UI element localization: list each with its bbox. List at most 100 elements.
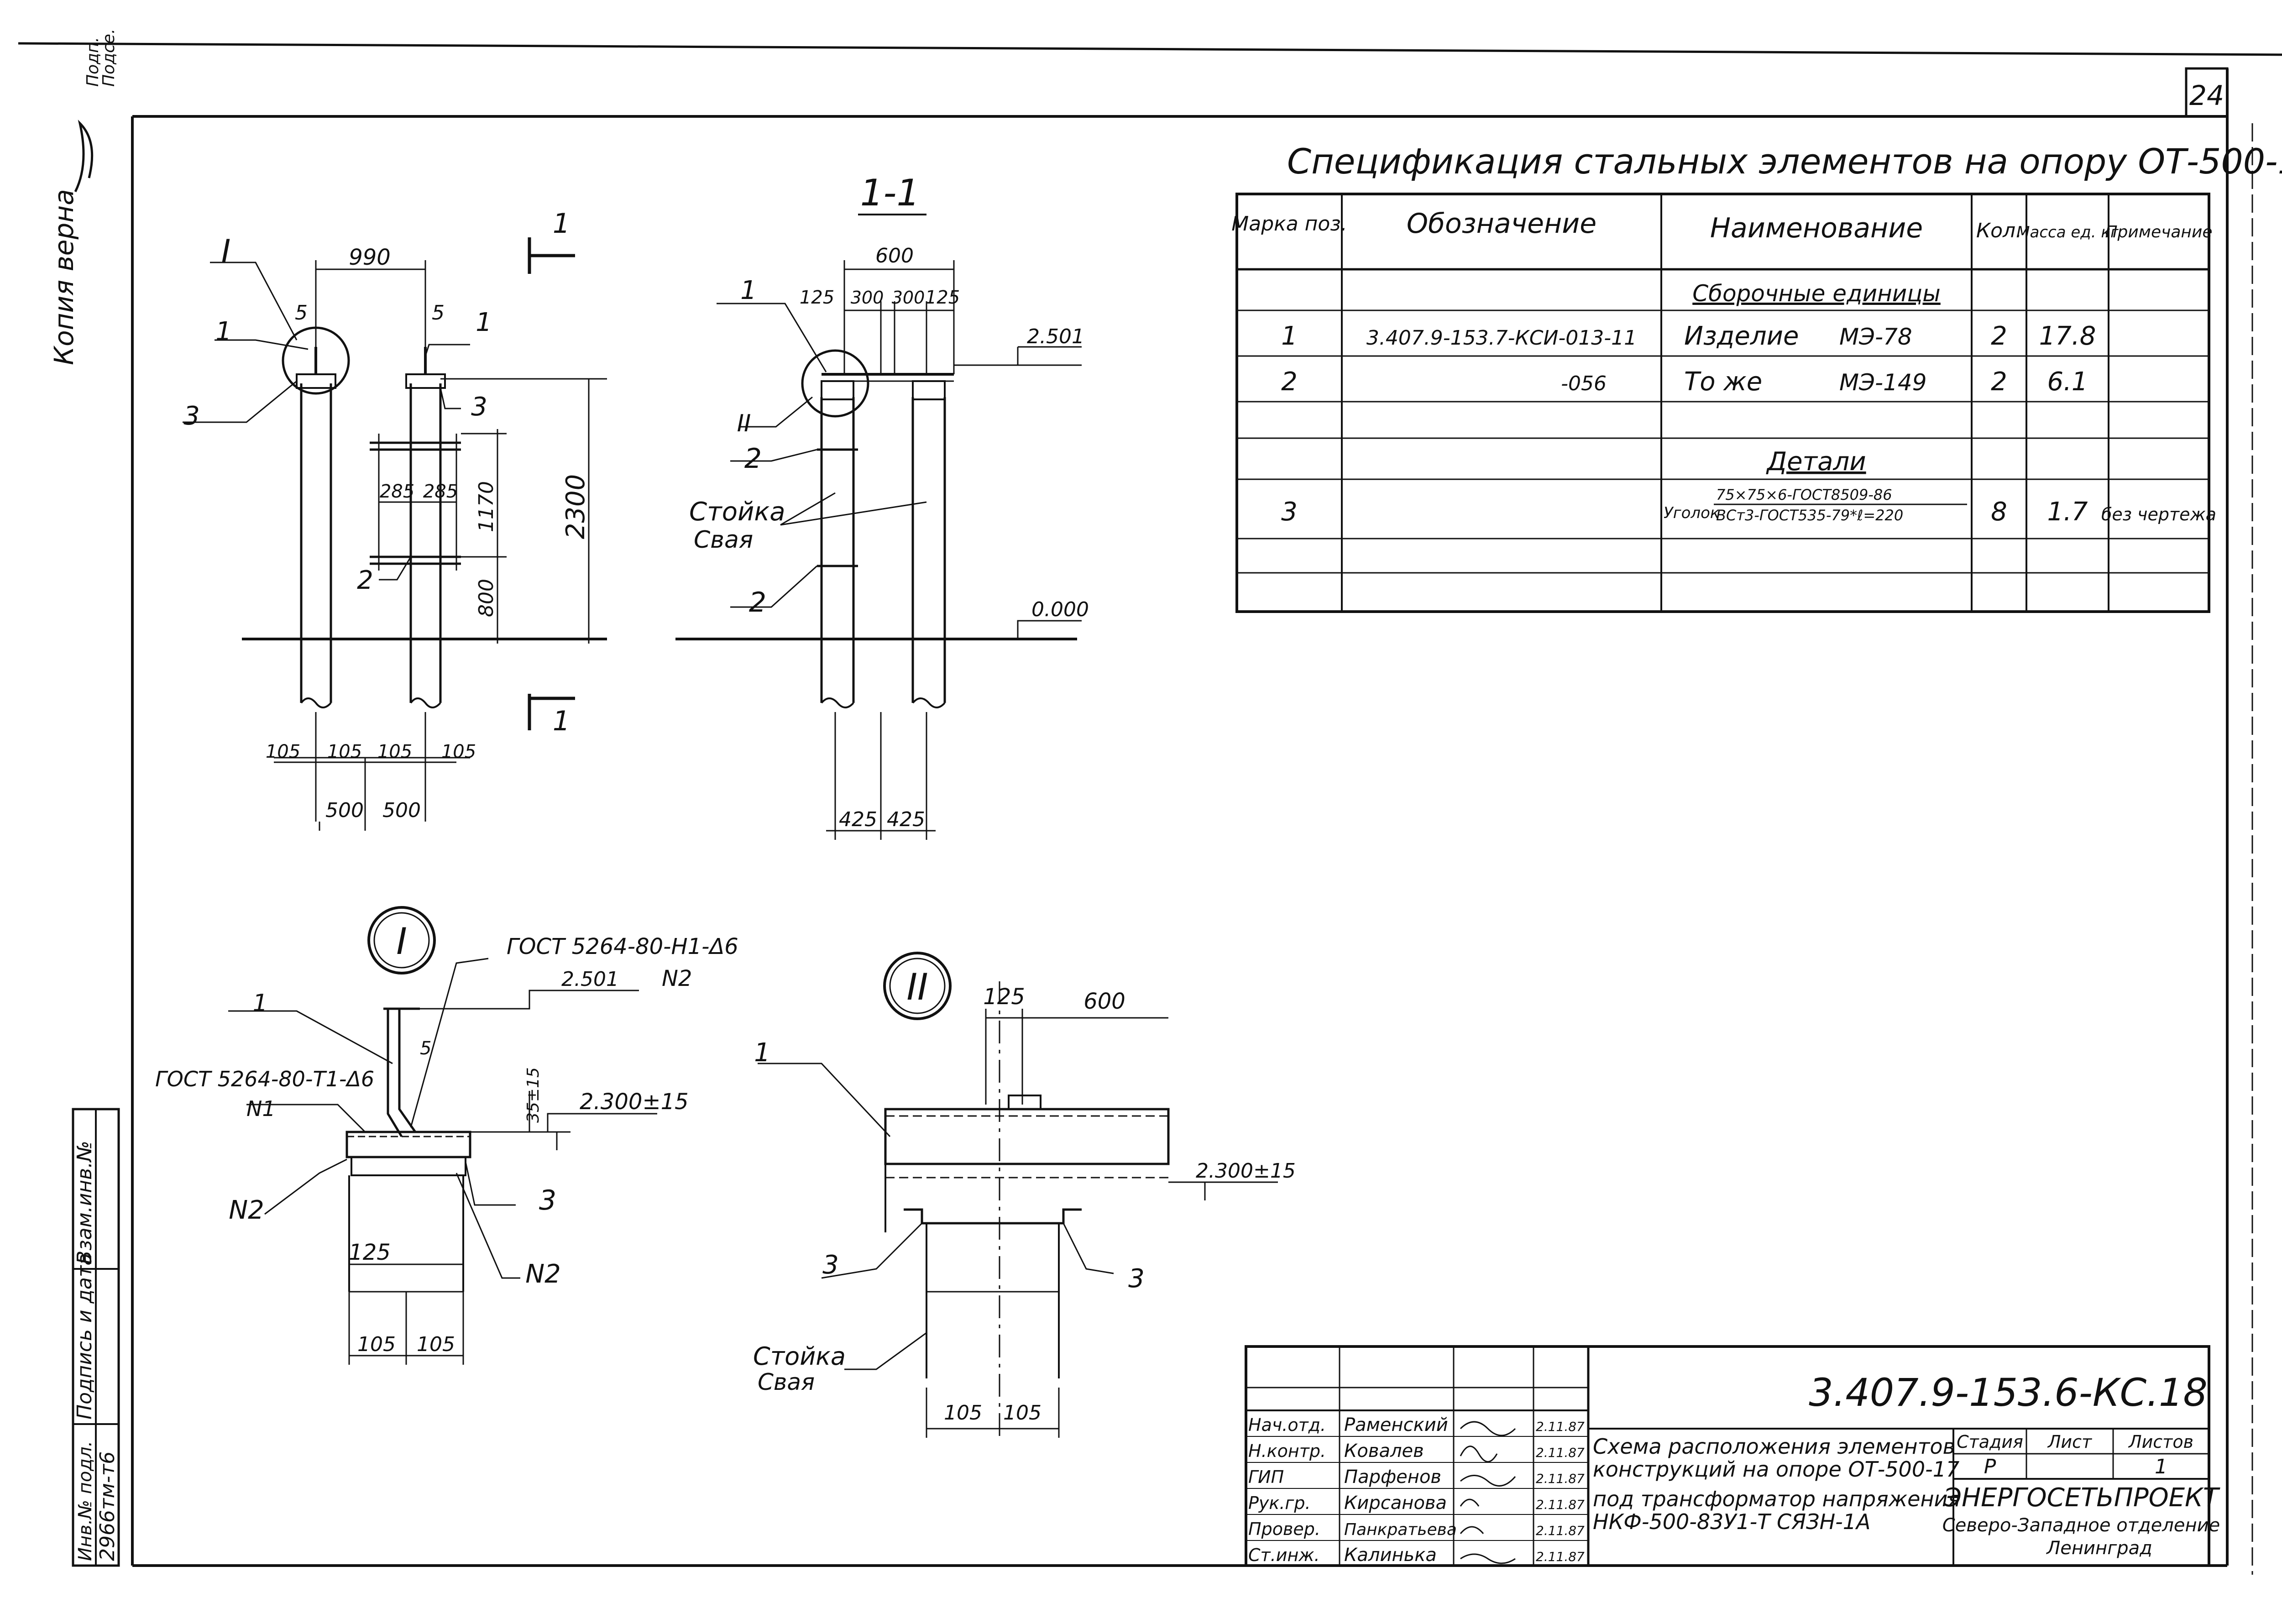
staff-name: Калинька (1344, 1545, 1437, 1566)
detII-dim-105b: 105 (1003, 1401, 1042, 1425)
row2-mark: 2 (1281, 367, 1298, 397)
section-view (675, 214, 1082, 840)
staff-date: 2.11.87 (1536, 1471, 1585, 1486)
front-view (183, 237, 607, 831)
detII-pile-label: Свая (758, 1369, 815, 1395)
row3-name: Уголок (1664, 504, 1720, 522)
dim-285a: 285 (380, 481, 414, 502)
weld-left-n: N1 (246, 1096, 276, 1121)
title-block (1245, 1345, 2210, 1567)
detI-label-N2b: N2 (525, 1259, 561, 1289)
detail-II (758, 952, 1278, 1438)
dim-5b: 5 (432, 301, 445, 325)
detI-dim-5: 5 (420, 1038, 431, 1059)
strip-inv-value: 2966тм-т6 (96, 1451, 119, 1561)
detII-dim-600: 600 (1083, 989, 1125, 1014)
level-2501: 2.501 (1027, 325, 1084, 348)
sec-pile-label: Свая (694, 526, 753, 554)
detII-label-3b: 3 (1128, 1264, 1145, 1294)
desc-line-3: под трансформатор напряжения (1593, 1487, 1960, 1511)
sheets-value: 1 (2155, 1455, 2167, 1478)
row1-designation: 3.407.9-153.7-КСИ-013-11 (1366, 326, 1637, 350)
detI-dim-125: 125 (349, 1240, 391, 1265)
hdr-qty: Кол. (1976, 219, 2022, 242)
detI-dim-35: 35±15 (524, 1067, 543, 1123)
staff-role: Рук.гр. (1248, 1493, 1311, 1513)
row2-name: То же (1684, 367, 1762, 397)
staff-date: 2.11.87 (1536, 1445, 1585, 1460)
dim-5a: 5 (295, 301, 308, 325)
desc-line-4: НКФ-500-83У1-Т СЯЗН-1А (1593, 1509, 1871, 1534)
dim-500a: 500 (325, 799, 364, 822)
level-0000: 0.000 (1031, 598, 1089, 621)
callout-II-label: II (737, 410, 751, 437)
weld-top-n: N2 (662, 966, 692, 991)
staff-name: Раменский (1344, 1414, 1448, 1435)
front-label-1b: 1 (476, 308, 492, 337)
dim-2300: 2300 (561, 474, 591, 540)
desc-line-2: конструкций на опоре ОТ-500-17 (1593, 1457, 1959, 1482)
row1-mass: 17.8 (2039, 321, 2096, 351)
dim-125a: 125 (800, 287, 834, 308)
staff-name: Кирсанова (1344, 1493, 1447, 1514)
staff-date: 2.11.87 (1536, 1497, 1585, 1512)
top-mark-2: Подсе. (99, 29, 118, 87)
row2-name2: МЭ-149 (1839, 369, 1927, 396)
dim-600: 600 (875, 244, 914, 267)
staff-role: Провер. (1248, 1519, 1320, 1539)
section-title: 1-1 (860, 172, 920, 214)
staff-date: 2.11.87 (1536, 1549, 1585, 1564)
stage-label: Стадия (1957, 1432, 2023, 1452)
sec-label-2b: 2 (749, 587, 766, 618)
sec-label-2a: 2 (744, 443, 762, 475)
detail-I-title: I (396, 920, 407, 963)
row3-name-bottom: ВСт3-ГОСТ535-79*ℓ=220 (1716, 507, 1903, 524)
row2-mass: 6.1 (2047, 367, 2088, 397)
signature-mark (74, 120, 94, 193)
staff-role: Нач.отд. (1248, 1415, 1326, 1435)
spec-table: Спецификация стальных элементов на опору… (1235, 141, 2282, 613)
staff-name: Парфенов (1344, 1467, 1441, 1488)
row1-qty: 2 (1991, 321, 2007, 351)
row3-mark: 3 (1281, 497, 1298, 527)
detII-label-1: 1 (754, 1038, 770, 1068)
row1-name: Изделие (1684, 321, 1799, 351)
staff-name: Ковалев (1344, 1441, 1424, 1462)
staff-role: Ст.инж. (1248, 1545, 1320, 1565)
org-city: Ленинград (2046, 1538, 2152, 1559)
staff-list: Нач.отд. Раменский 2.11.87 Н.контр. Кова… (1248, 1414, 1585, 1566)
top-mark-1: Подп. (84, 37, 102, 87)
dim-125b: 125 (925, 287, 960, 308)
dim-500b: 500 (382, 799, 421, 822)
sheets-label: Листов (2128, 1432, 2193, 1452)
copy-note: Копия верна (48, 189, 79, 365)
detI-level-2501: 2.501 (561, 968, 619, 991)
hdr-designation: Обозначение (1407, 208, 1596, 240)
row1-mark: 1 (1281, 321, 1298, 351)
detI-label-N2a: N2 (229, 1195, 264, 1225)
section-assemblies: Сборочные единицы (1692, 280, 1941, 307)
callout-I-label: I (221, 233, 231, 270)
hdr-note: Примечание (2105, 223, 2212, 241)
dim-425a: 425 (839, 808, 877, 831)
detail-II-title: II (906, 966, 928, 1008)
detII-dim-105a: 105 (944, 1401, 982, 1425)
row3-mass: 1.7 (2047, 497, 2088, 527)
dim-285b: 285 (423, 481, 458, 502)
dim-300a: 300 (851, 288, 884, 308)
dim-425b: 425 (887, 808, 925, 831)
front-label-3a: 3 (183, 401, 200, 431)
detI-label-3: 3 (539, 1184, 556, 1216)
detI-dim-105b: 105 (417, 1333, 455, 1356)
stage-value: Р (1984, 1455, 1996, 1478)
staff-date: 2.11.87 (1536, 1419, 1585, 1434)
detI-label-1: 1 (252, 990, 267, 1017)
detail-I (228, 906, 657, 1365)
hdr-mark: Марка поз. (1231, 212, 1347, 236)
dim-105a: 105 (266, 741, 300, 762)
detII-label-3a: 3 (822, 1250, 839, 1280)
staff-role: ГИП (1248, 1467, 1284, 1487)
row1-name2: МЭ-78 (1839, 324, 1912, 350)
section-details: Детали (1765, 447, 1866, 477)
